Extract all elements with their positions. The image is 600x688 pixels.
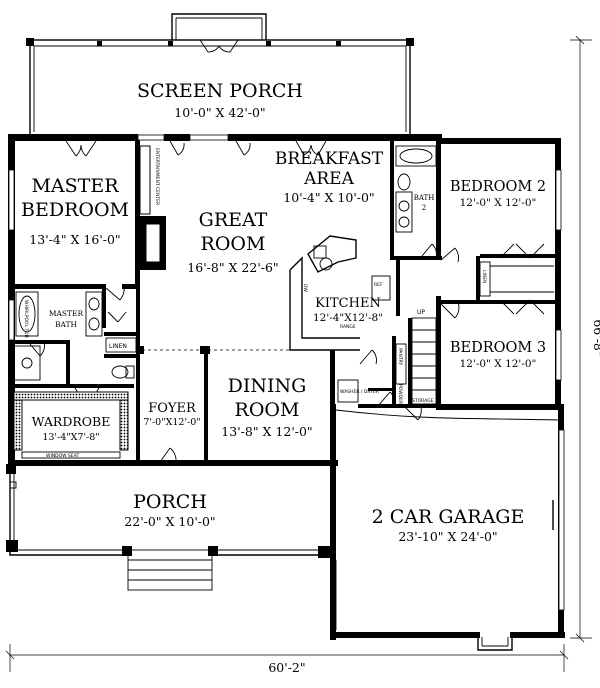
bedroom-2-name: BEDROOM 2: [450, 179, 546, 195]
dining-room-name-1: DINING: [228, 375, 307, 397]
kitchen-counters: REF DW RANGE UP STORAGE PANTRY POWDER WA…: [289, 235, 437, 405]
dashed-openings: [136, 346, 332, 354]
entertainment-center-label: ENTERTAINMENT CENTER: [154, 148, 160, 205]
bedroom-3-dims: 12'-0" X 12'-0": [460, 358, 537, 370]
storage-label: STORAGE: [412, 398, 434, 404]
breakfast-area-name-1: BREAKFAST: [275, 149, 384, 169]
master-bedroom-dims: 13'-4" X 16'-0": [29, 232, 120, 247]
up-label: UP: [417, 309, 425, 316]
breakfast-area-dims: 10'-4" X 10'-0": [283, 190, 374, 205]
great-room-name-2: ROOM: [201, 233, 266, 255]
washer-dryer-label: WASHER / DRYER: [340, 389, 379, 395]
bedroom-3-name: BEDROOM 3: [450, 340, 546, 356]
foyer-dims: 7'-0"X12'-0": [143, 417, 200, 428]
wardrobe-name: WARDROBE: [32, 414, 111, 429]
pantry-label: PANTRY: [397, 348, 403, 365]
window-seat-label: WINDOW SEAT: [46, 453, 79, 459]
kitchen-name: KITCHEN: [315, 296, 381, 311]
range-label: RANGE: [340, 324, 356, 330]
breakfast-area-name-2: AREA: [303, 169, 354, 189]
garage-dims: 23'-10" X 24'-0": [398, 529, 497, 544]
exterior-walls: [8, 134, 565, 651]
garage-front: [335, 409, 561, 630]
interior-walls: [10, 138, 558, 464]
porch-name: PORCH: [133, 491, 207, 513]
master-bedroom-name-2: BEDROOM: [21, 199, 129, 221]
foyer-name: FOYER: [148, 401, 197, 416]
great-room-dims: 16'-8" X 22'-6": [187, 260, 278, 275]
whirlpool-tub-label: WHIRLPOOL TUB: [23, 300, 29, 338]
bedroom-2-dims: 12'-0" X 12'-0": [460, 197, 537, 209]
linen-closets: LINEN LINEN: [105, 261, 554, 353]
windows: [8, 134, 565, 611]
bath-2-name-1: BATH: [414, 194, 435, 202]
master-bath-name-2: BATH: [55, 320, 78, 329]
linen-master-label: LINEN: [109, 343, 127, 350]
bath-fixtures: WHIRLPOOL TUB: [13, 145, 437, 381]
wardrobe-shelving: WINDOW SEAT: [13, 391, 129, 459]
screen-porch-dims: 10'-0" X 42'-0": [174, 105, 265, 120]
kitchen-dims: 12'-4"X12'-8": [313, 312, 383, 324]
master-bath-name-1: MASTER: [49, 309, 84, 318]
garage-name: 2 CAR GARAGE: [372, 506, 525, 528]
ref-label: REF: [374, 282, 383, 288]
room-labels: SCREEN PORCH 10'-0" X 42'-0" MASTER BEDR…: [21, 80, 600, 675]
linen-bedrooms-label: LINEN: [481, 270, 487, 283]
porch-dims: 22'-0" X 10'-0": [124, 514, 215, 529]
dining-room-name-2: ROOM: [235, 399, 300, 421]
fireplace: ENTERTAINMENT CENTER: [139, 145, 166, 270]
great-room-name-1: GREAT: [199, 209, 268, 231]
dimension-lines: [5, 35, 592, 672]
front-porch: [6, 464, 330, 591]
powder-label: POWDER: [397, 384, 403, 404]
overall-depth-label: 66'-8": [591, 319, 600, 356]
master-bedroom-name-1: MASTER: [31, 175, 119, 197]
bath-2-name-2: 2: [422, 204, 426, 212]
dining-room-dims: 13'-8" X 12'-0": [221, 424, 312, 439]
overall-width-label: 60'-2": [268, 660, 305, 675]
screen-porch-name: SCREEN PORCH: [137, 80, 303, 102]
dw-label: DW: [302, 284, 308, 292]
wardrobe-dims: 13'-4"X7'-8": [42, 432, 99, 443]
